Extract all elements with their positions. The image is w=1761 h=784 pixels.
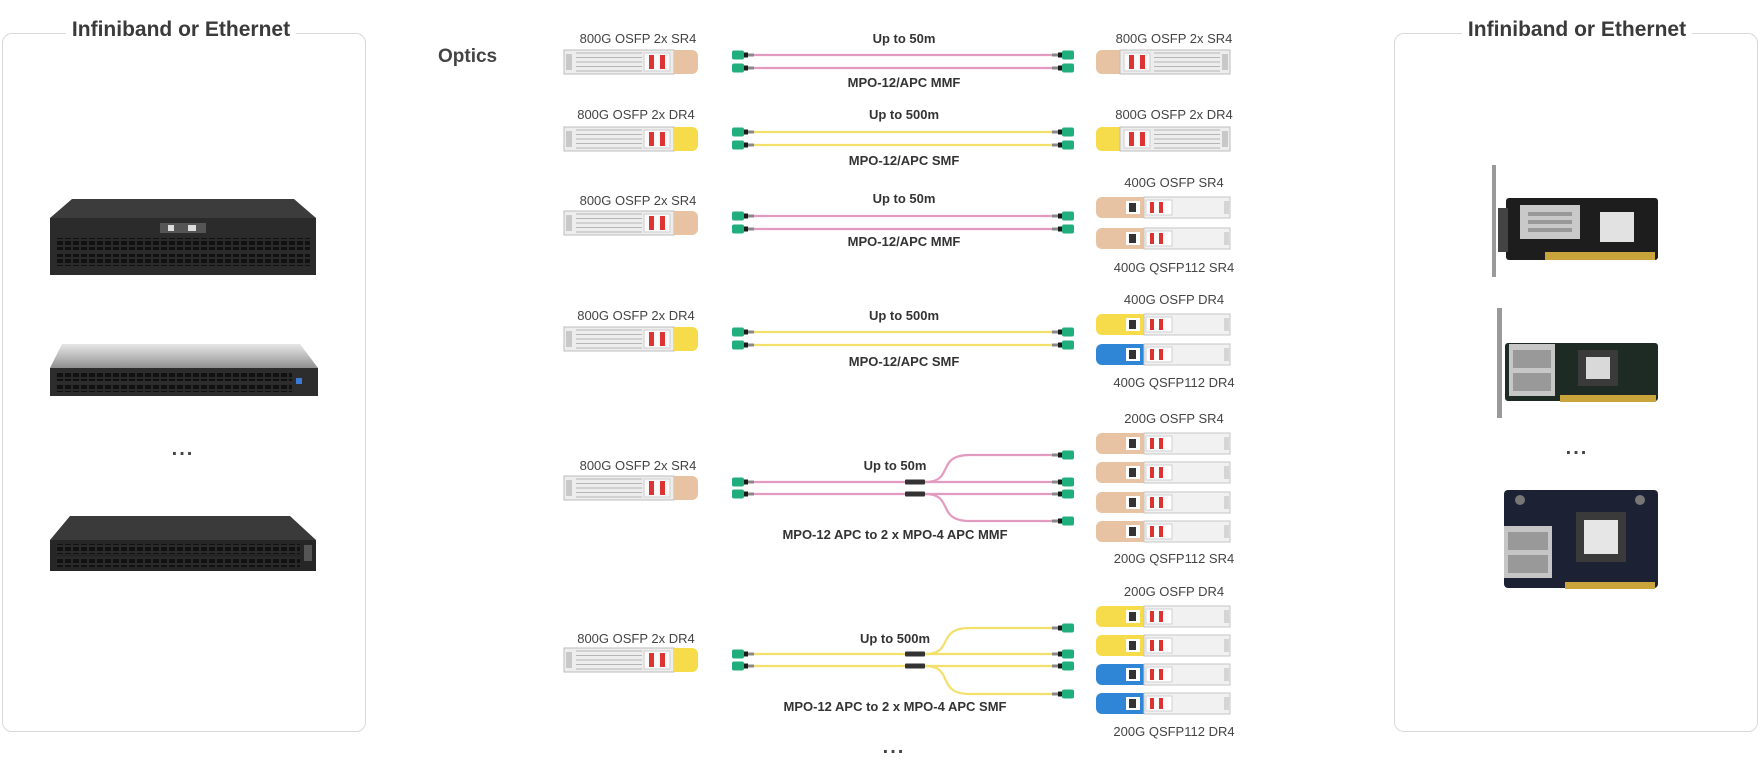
link-5-distance-label: Up to 50m [863, 458, 927, 473]
link-2-left-module-label: 800G OSFP 2x DR4 [577, 107, 695, 122]
link-6-right-top-label: 200G OSFP DR4 [1123, 584, 1225, 599]
link-2-right-connector-2 [1052, 140, 1074, 150]
link-1-right-top-label: 800G OSFP 2x SR4 [1115, 31, 1233, 46]
link-3-right-bottom-label: 400G QSFP112 SR4 [1113, 260, 1235, 275]
link-1-cable-label: MPO-12/APC MMF [847, 75, 961, 90]
link-5-branch-1 [924, 453, 1052, 484]
link-4-right-connector-2 [1052, 340, 1074, 350]
link-3-right-transceiver-1 [1096, 196, 1231, 219]
network-adapter-card-3 [1504, 490, 1658, 589]
link-6-branch-4 [924, 664, 1052, 696]
link-1-right-connector-2 [1052, 63, 1074, 73]
link-6-right-bottom-label: 200G QSFP112 DR4 [1113, 724, 1235, 739]
link-2-right-top-label: 800G OSFP 2x DR4 [1115, 107, 1233, 122]
left-ellipsis: ... [171, 438, 195, 460]
link-5-left-connector-1 [732, 477, 754, 487]
link-6-right-transceiver-2 [1096, 634, 1231, 657]
link-6-right-connector-4 [1052, 689, 1074, 699]
link-3-left-transceiver [563, 210, 698, 236]
link-6-right-transceiver-4 [1096, 692, 1231, 715]
left-panel-title: Infiniband or Ethernet [65, 18, 297, 42]
link-2-left-connector-1 [732, 127, 754, 137]
link-6-right-transceiver-3 [1096, 663, 1231, 686]
link-2-left-connector-2 [732, 140, 754, 150]
link-4-right-connector-1 [1052, 327, 1074, 337]
switch-dark [50, 516, 316, 571]
link-6-right-connector-2 [1052, 649, 1074, 659]
link-5-right-transceiver-3 [1096, 491, 1231, 514]
switch-chassis-large [50, 199, 316, 275]
link-1-left-connector-2 [732, 63, 754, 73]
link-3-right-transceiver-2 [1096, 227, 1231, 250]
link-4-left-connector-1 [732, 327, 754, 337]
link-6-cable-label: MPO-12 APC to 2 x MPO-4 APC SMF [783, 699, 1007, 714]
link-4-distance-label: Up to 500m [868, 308, 940, 323]
link-6-right-connector-1 [1052, 623, 1074, 633]
link-5-breakout-boot-2 [905, 491, 925, 497]
link-4-right-bottom-label: 400G QSFP112 DR4 [1113, 375, 1235, 390]
link-4-cable-label: MPO-12/APC SMF [848, 354, 960, 369]
link-6-distance-label: Up to 500m [859, 631, 931, 646]
right-panel-title: Infiniband or Ethernet [1461, 18, 1693, 42]
link-2-cable-label: MPO-12/APC SMF [848, 153, 960, 168]
link-4-right-transceiver-1 [1096, 313, 1231, 336]
link-3-left-connector-2 [732, 224, 754, 234]
link-3-right-connector-2 [1052, 224, 1074, 234]
link-4-left-module-label: 800G OSFP 2x DR4 [577, 308, 695, 323]
link-2-right-transceiver [1096, 126, 1231, 152]
link-4-right-transceiver-2 [1096, 343, 1231, 366]
link-1-distance-label: Up to 50m [872, 31, 936, 46]
link-5-right-bottom-label: 200G QSFP112 SR4 [1113, 551, 1235, 566]
link-1-left-transceiver [563, 49, 698, 75]
link-6-left-connector-2 [732, 661, 754, 671]
link-2-distance-label: Up to 500m [868, 107, 940, 122]
network-adapter-card-1 [1492, 165, 1658, 277]
link-4-right-top-label: 400G OSFP DR4 [1123, 292, 1225, 307]
link-5-branch-4 [924, 492, 1052, 523]
link-1-left-connector-1 [732, 50, 754, 60]
link-5-cable-label: MPO-12 APC to 2 x MPO-4 APC MMF [782, 527, 1008, 542]
link-5-left-transceiver [563, 475, 698, 501]
link-6-left-connector-1 [732, 649, 754, 659]
link-6-left-transceiver [563, 647, 698, 673]
link-1-right-connector-1 [1052, 50, 1074, 60]
link-3-right-connector-1 [1052, 211, 1074, 221]
link-6-breakout-boot-1 [905, 651, 925, 657]
link-5-right-transceiver-2 [1096, 461, 1231, 484]
link-5-right-transceiver-1 [1096, 432, 1231, 455]
link-3-distance-label: Up to 50m [872, 191, 936, 206]
link-4-left-connector-2 [732, 340, 754, 350]
bottom-ellipsis: ... [882, 736, 906, 758]
link-5-right-connector-4 [1052, 516, 1074, 526]
link-6-left-module-label: 800G OSFP 2x DR4 [577, 631, 695, 646]
link-5-left-connector-2 [732, 489, 754, 499]
link-5-breakout-boot-1 [905, 479, 925, 485]
link-3-left-module-label: 800G OSFP 2x SR4 [579, 193, 697, 208]
link-1-right-transceiver [1096, 49, 1231, 75]
link-1-left-module-label: 800G OSFP 2x SR4 [579, 31, 697, 46]
link-6-branch-1 [924, 626, 1052, 656]
link-5-right-transceiver-4 [1096, 520, 1231, 543]
link-5-right-top-label: 200G OSFP SR4 [1124, 411, 1224, 426]
link-3-cable-label: MPO-12/APC MMF [847, 234, 961, 249]
link-6-right-connector-3 [1052, 661, 1074, 671]
optics-label: Optics [438, 46, 498, 67]
link-3-right-top-label: 400G OSFP SR4 [1124, 175, 1224, 190]
network-adapter-card-2 [1497, 308, 1658, 418]
link-3-left-connector-1 [732, 211, 754, 221]
link-2-right-connector-1 [1052, 127, 1074, 137]
link-5-left-module-label: 800G OSFP 2x SR4 [579, 458, 697, 473]
link-2-left-transceiver [563, 126, 698, 152]
link-5-right-connector-1 [1052, 450, 1074, 460]
link-5-right-connector-2 [1052, 477, 1074, 487]
link-6-breakout-boot-2 [905, 663, 925, 669]
right-ellipsis: ... [1565, 437, 1589, 459]
link-5-right-connector-3 [1052, 489, 1074, 499]
switch-silver [50, 344, 318, 396]
link-4-left-transceiver [563, 326, 698, 352]
link-6-right-transceiver-1 [1096, 605, 1231, 628]
